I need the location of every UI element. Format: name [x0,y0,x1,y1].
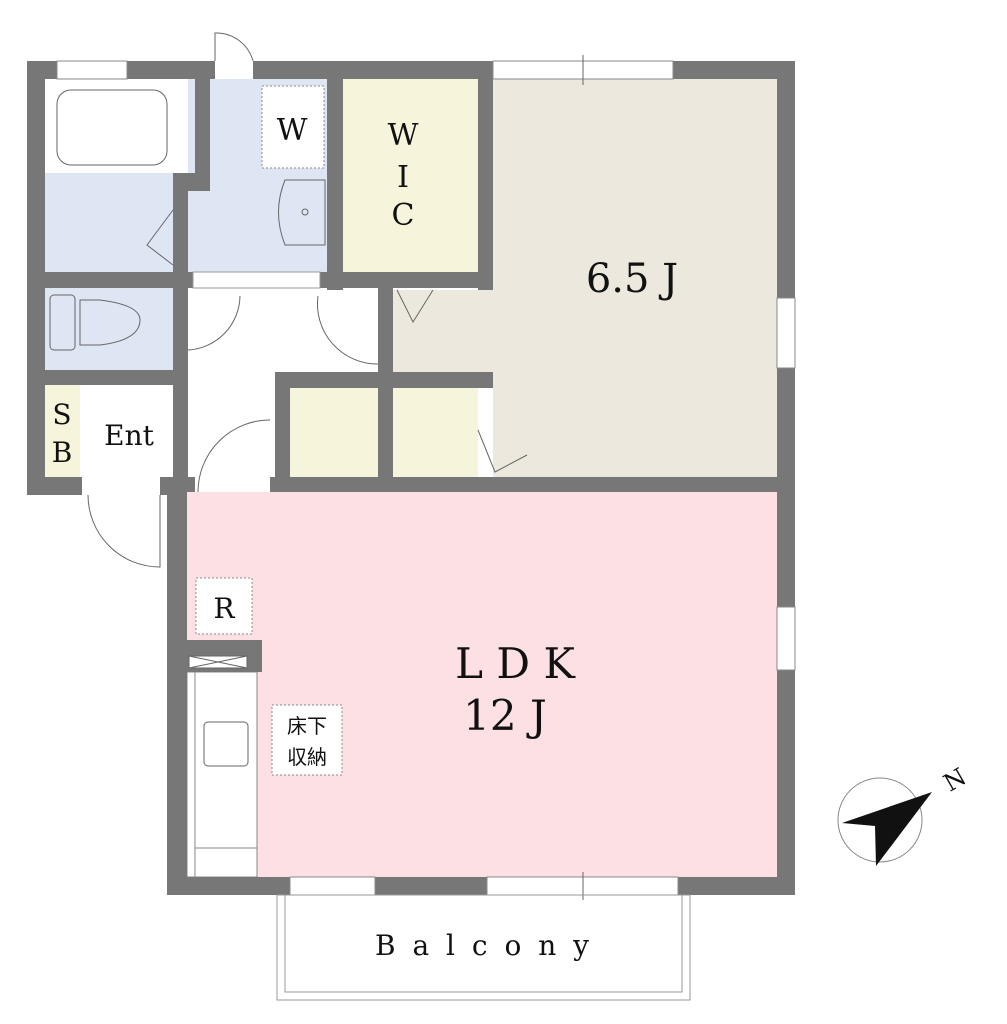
balcony-label: B a l c o n y [375,929,593,962]
entrance-door-swing [87,494,161,568]
window [56,60,128,80]
shoe-box [45,385,80,477]
compass: N [837,763,971,866]
washroom-label: W [277,113,308,148]
closet-2 [393,388,478,477]
walk-in-closet [343,79,478,272]
ldk-door-opening [195,477,270,492]
entrance-door-opening [82,477,160,495]
door-opening [215,61,253,79]
door-swing [214,32,254,62]
bathroom [45,173,173,273]
ldk-size-label: 12 J [463,691,547,740]
compass-north-label: N [939,763,971,798]
sink-icon [203,721,249,767]
entrance-label: Ent [104,419,154,452]
fridge-label: R [213,592,235,625]
underfloor-storage-label-2: 収納 [287,745,327,769]
ldk-label: L D K [455,639,576,688]
window [289,876,376,896]
toilet-tank-icon [49,294,76,351]
bathtub-area [45,79,175,173]
washbasin-icon [278,179,326,246]
shoe-box-label-b: B [52,436,73,469]
bathtub-icon [56,89,168,166]
wic-label-i: I [397,160,409,195]
ldk-room [187,492,777,877]
wic-label-w: W [388,118,419,153]
toilet-room [45,288,173,370]
underfloor-storage-label: 床下 [287,714,327,738]
wic-label-c: C [392,198,415,233]
bedroom-label: 6.5 J [586,256,678,302]
sliding-door [192,271,321,289]
window [776,297,796,369]
north-arrow-icon [842,792,932,866]
shoe-box-label-s: S [52,398,71,431]
toilet-icon [79,299,141,346]
window [776,606,796,671]
closet-1 [290,388,378,477]
kitchen-counter [186,671,258,878]
